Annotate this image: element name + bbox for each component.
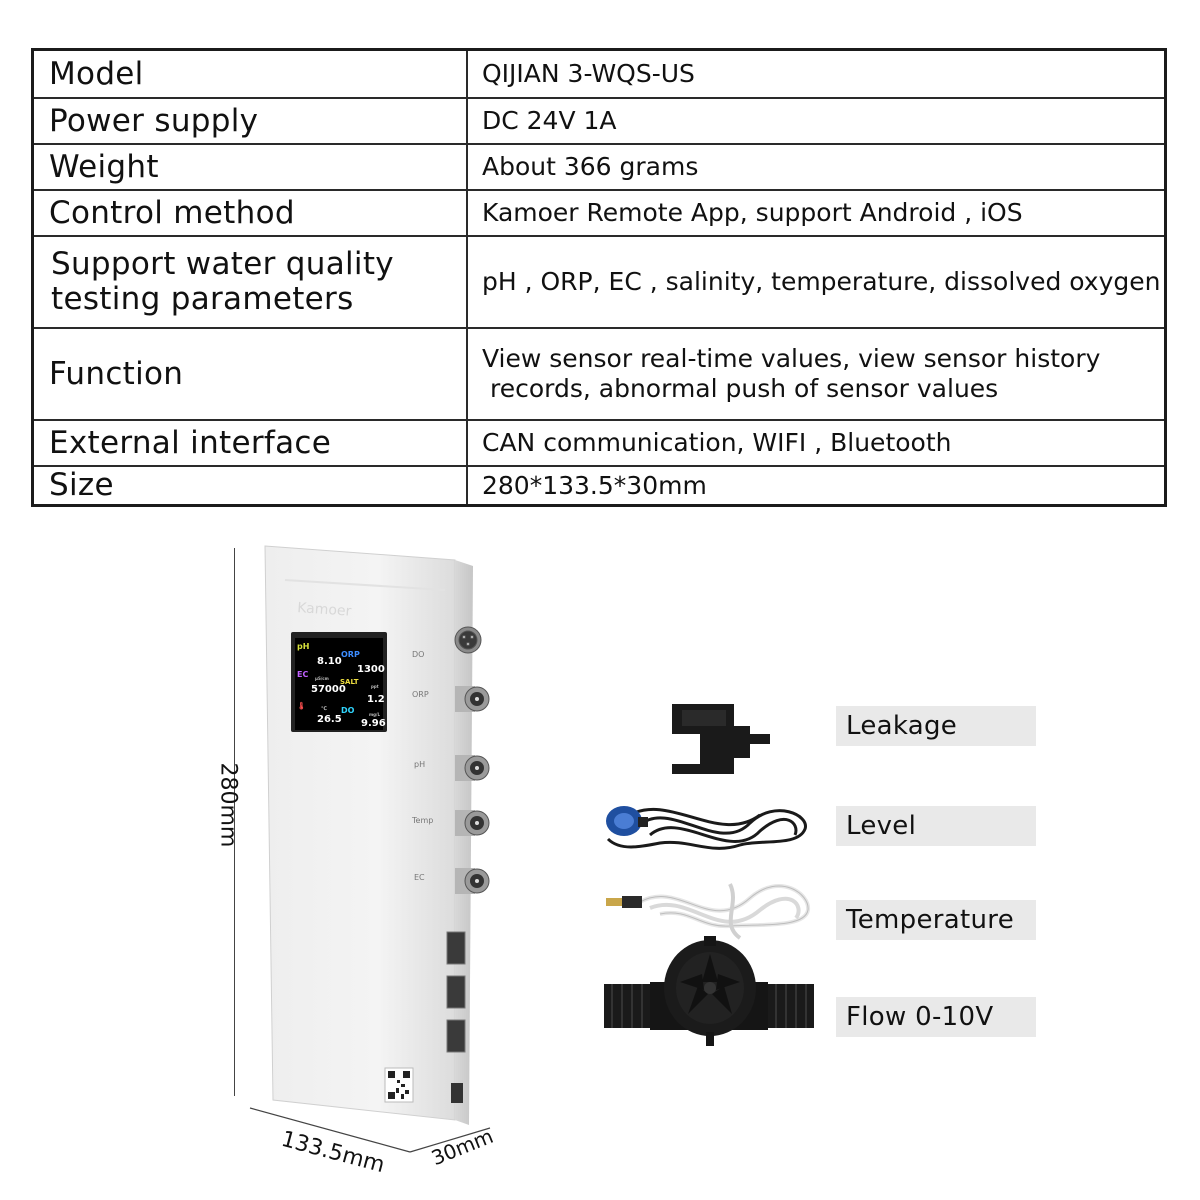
spec-value: View sensor real-time values, view senso…	[466, 329, 1164, 419]
screen-ph-value: 8.10	[317, 656, 342, 667]
screen-temp-unit: ℃	[321, 706, 328, 712]
spec-value-line: View sensor real-time values, view senso…	[482, 344, 1101, 373]
spec-value: QIJIAN 3-WQS-US	[466, 51, 1164, 97]
screen-orp-value: 1300	[357, 664, 385, 675]
spec-label: Control method	[49, 194, 295, 231]
base-dimension-lines	[249, 1107, 491, 1153]
aviation-connector-do	[454, 626, 482, 654]
spec-row-parameters: Support water quality testing parameters…	[34, 235, 1164, 327]
qr-code	[384, 1067, 414, 1103]
height-dimension-line	[234, 548, 235, 1096]
port-label-ec: EC	[414, 873, 425, 882]
spec-row-power: Power supply DC 24V 1A	[34, 97, 1164, 143]
spec-label: Model	[49, 55, 144, 92]
flow-sensor-icon	[604, 936, 814, 1046]
leakage-sensor-icon	[672, 704, 770, 774]
screen-salt-value: 1.2	[367, 694, 385, 705]
screen-ph-label: pH	[297, 642, 310, 651]
port-label-do: DO	[412, 650, 425, 659]
spec-label: Weight	[49, 148, 159, 185]
port-label-ph: pH	[414, 760, 426, 769]
screen-ec-label: EC	[297, 670, 309, 679]
screen-temp-value: 26.5	[317, 714, 342, 725]
port-label-orp: ORP	[412, 690, 429, 699]
spec-value: CAN communication, WIFI , Bluetooth	[466, 421, 1164, 465]
spec-label: Support water quality testing parameters	[34, 237, 466, 327]
svg-text:Kamoer: Kamoer	[297, 600, 352, 620]
accessory-label-flow: Flow 0-10V	[836, 997, 1036, 1037]
screen-temp-icon: 🌡	[297, 702, 306, 710]
spec-row-model: Model QIJIAN 3-WQS-US	[34, 51, 1164, 97]
spec-label: Power supply	[49, 102, 259, 139]
temperature-probe-icon	[606, 883, 811, 940]
bnc-connectors	[455, 686, 490, 894]
spec-row-function: Function View sensor real-time values, v…	[34, 327, 1164, 419]
rj45-ports	[446, 931, 466, 1053]
screen-salt-label: SALT	[340, 678, 359, 686]
spec-label: Size	[49, 467, 114, 504]
screen-ec-unit: μS/cm	[315, 676, 329, 681]
accessory-label-temperature: Temperature	[836, 900, 1036, 940]
port-label-temp: Temp	[412, 816, 434, 825]
spec-value: pH , ORP, EC , salinity, temperature, di…	[466, 237, 1164, 327]
spec-row-weight: Weight About 366 grams	[34, 143, 1164, 189]
screen-orp-label: ORP	[341, 650, 360, 659]
level-sensor-icon	[606, 806, 807, 850]
spec-value: DC 24V 1A	[466, 99, 1164, 143]
spec-value: About 366 grams	[466, 145, 1164, 189]
screen-do-value: 9.96	[361, 718, 386, 729]
accessory-label-level: Level	[836, 806, 1036, 846]
spec-value-line: records, abnormal push of sensor values	[490, 374, 999, 403]
spec-value: Kamoer Remote App, support Android , iOS	[466, 191, 1164, 235]
spec-value: 280*133.5*30mm	[466, 467, 1164, 504]
screen-ec-value: 57000	[311, 684, 346, 695]
spec-row-interface: External interface CAN communication, WI…	[34, 419, 1164, 465]
spec-label-line: testing parameters	[51, 281, 354, 317]
spec-label-line: Support water quality	[51, 246, 394, 283]
spec-table: Model QIJIAN 3-WQS-US Power supply DC 24…	[31, 48, 1167, 507]
spec-row-control: Control method Kamoer Remote App, suppor…	[34, 189, 1164, 235]
device-screen: pH 8.10 ORP 1300 EC μS/cm 57000 SALT ppt…	[295, 638, 386, 730]
accessory-label-leakage: Leakage	[836, 706, 1036, 746]
screen-do-label: DO	[341, 706, 355, 715]
controller-device-illustration: Kamoer	[264, 545, 490, 1125]
spec-label: External interface	[49, 424, 332, 461]
spec-row-size: Size 280*133.5*30mm	[34, 465, 1164, 504]
height-dimension-label: 280mm	[215, 762, 241, 848]
screen-salt-unit: ppt	[371, 684, 379, 689]
spec-label: Function	[49, 355, 184, 392]
screen-do-unit: mg/L	[369, 712, 381, 717]
